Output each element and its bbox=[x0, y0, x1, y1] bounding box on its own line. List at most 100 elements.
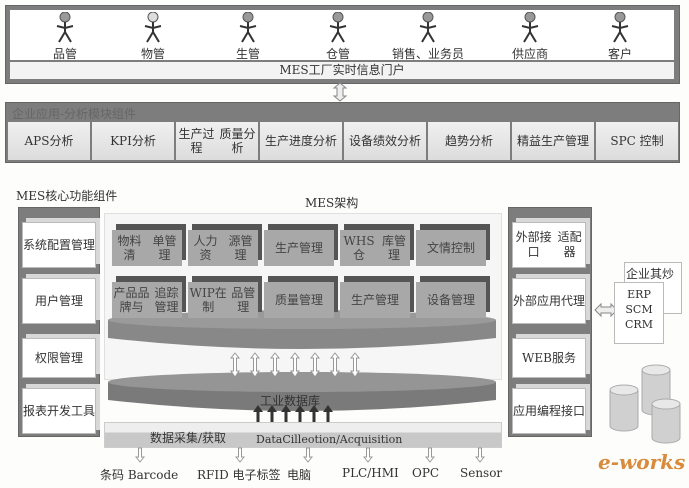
analysis-module[interactable]: 设备绩效分析 bbox=[344, 122, 426, 160]
label-line: APS bbox=[24, 134, 50, 148]
label-line: KPI bbox=[110, 134, 132, 148]
label-line: 设备管理 bbox=[426, 293, 475, 307]
analysis-title: 企业应用-分析模块组件 bbox=[12, 107, 137, 121]
label-line: WEB服务 bbox=[522, 350, 576, 365]
core-title: MES核心功能组件 bbox=[16, 189, 118, 203]
analysis-module[interactable]: 生产过程质量分析 bbox=[176, 122, 258, 160]
core-component[interactable]: 报表开发工具 bbox=[22, 388, 96, 434]
label-line: 用户管理 bbox=[34, 293, 83, 308]
label-line: 置管理 bbox=[59, 237, 96, 252]
data-source: RFID 电子标签 bbox=[197, 468, 281, 482]
label-line: 物料清 bbox=[117, 234, 142, 262]
data-source: PLC/HMI bbox=[342, 466, 399, 480]
label-line: 库管理 bbox=[382, 234, 407, 262]
label-line: 追踪管理 bbox=[154, 286, 179, 314]
analysis-module[interactable]: 精益生产管理 bbox=[512, 122, 594, 160]
person-icon bbox=[521, 11, 539, 43]
disk-layers bbox=[108, 310, 496, 411]
role-label: 仓管 bbox=[325, 47, 351, 61]
function-module[interactable]: WHS仓库管理 bbox=[340, 230, 410, 266]
core-component[interactable]: 权限管理 bbox=[22, 338, 96, 378]
label-line: 质量管理 bbox=[274, 293, 323, 307]
role-actor: 品管 bbox=[45, 11, 85, 61]
down-arrow-icon bbox=[424, 447, 436, 467]
label-line: WIP在制 bbox=[189, 286, 227, 314]
person-icon bbox=[611, 11, 629, 43]
label-line: 权限管理 bbox=[34, 350, 83, 365]
bidirectional-arrow bbox=[329, 352, 341, 378]
label-line: 精益生 bbox=[516, 134, 553, 148]
enterprise-box: ERP SCM CRM bbox=[614, 282, 664, 344]
up-arrow bbox=[267, 405, 277, 423]
up-arrow bbox=[281, 405, 291, 423]
label-line: 发工具 bbox=[59, 403, 96, 418]
down-arrow-icon bbox=[134, 447, 146, 467]
up-arrow bbox=[295, 405, 305, 423]
function-module[interactable]: 物料清单管理 bbox=[112, 230, 182, 266]
database-cylinders-icon bbox=[609, 364, 681, 444]
system-crm: CRM bbox=[625, 318, 653, 331]
label-line: 系统配 bbox=[23, 237, 60, 252]
label-line: 生产过程 bbox=[178, 127, 215, 155]
analysis-module[interactable]: SPC 控制 bbox=[596, 122, 678, 160]
label-line: 质量分析 bbox=[219, 127, 256, 155]
person-icon bbox=[144, 11, 162, 43]
interface-component[interactable]: 外部应用代理 bbox=[512, 278, 586, 324]
up-arrow bbox=[323, 405, 333, 423]
collection-bar bbox=[104, 422, 502, 448]
label-line: 品管理 bbox=[231, 286, 256, 314]
label-line: 产品品牌与 bbox=[113, 286, 150, 314]
role-actor: 供应商 bbox=[510, 11, 550, 61]
function-module[interactable]: WIP在制品管理 bbox=[188, 282, 258, 318]
system-scm: SCM bbox=[625, 303, 653, 316]
role-label: 生管 bbox=[235, 47, 261, 61]
function-module[interactable]: 生产管理 bbox=[340, 282, 410, 318]
bidirectional-arrow bbox=[249, 352, 261, 378]
core-component[interactable]: 系统配置管理 bbox=[22, 222, 96, 268]
label-line: 文情控制 bbox=[426, 241, 475, 255]
label-line: 产管理 bbox=[553, 134, 590, 148]
label-line: 分析 bbox=[131, 134, 156, 148]
bidirectional-arrow bbox=[269, 352, 281, 378]
interface-component[interactable]: 外部接口适配器 bbox=[512, 222, 586, 268]
eworks-logo: e-works bbox=[598, 450, 686, 474]
function-module[interactable]: 设备管理 bbox=[416, 282, 486, 318]
label-line: 报表开 bbox=[23, 403, 60, 418]
label-line: 源管理 bbox=[228, 234, 253, 262]
label-line: 适配器 bbox=[557, 230, 582, 259]
function-module[interactable]: 质量管理 bbox=[264, 282, 334, 318]
function-module[interactable]: 产品品牌与追踪管理 bbox=[112, 282, 182, 318]
role-label: 物管 bbox=[140, 47, 166, 61]
function-module[interactable]: 人力资源管理 bbox=[188, 230, 258, 266]
label-line: 外部应 bbox=[513, 293, 550, 308]
role-actor: 仓管 bbox=[318, 11, 358, 61]
label-line: 用代理 bbox=[549, 293, 586, 308]
role-actor: 客户 bbox=[600, 11, 640, 61]
role-label: 客户 bbox=[607, 47, 633, 61]
bidirectional-arrow bbox=[289, 352, 301, 378]
bidirectional-arrow bbox=[349, 352, 361, 378]
label-line: 度分析 bbox=[301, 134, 338, 148]
label-line: 设备绩 bbox=[348, 134, 385, 148]
function-module[interactable]: 生产管理 bbox=[264, 230, 334, 266]
interface-component[interactable]: WEB服务 bbox=[512, 338, 586, 378]
double-arrow-icon bbox=[332, 82, 348, 102]
role-actor: 物管 bbox=[133, 11, 173, 61]
label-line: 程接口 bbox=[549, 403, 586, 418]
analysis-module[interactable]: 趋势分析 bbox=[428, 122, 510, 160]
label-line: 趋势分析 bbox=[444, 134, 493, 148]
analysis-module[interactable]: 生产进度分析 bbox=[260, 122, 342, 160]
label-line: 生产管理 bbox=[274, 241, 323, 255]
function-module[interactable]: 文情控制 bbox=[416, 230, 486, 266]
interface-component[interactable]: 应用编程接口 bbox=[512, 388, 586, 434]
upload-arrows bbox=[253, 405, 333, 423]
data-source: 条码 Barcode bbox=[100, 468, 179, 482]
architecture-title: MES架构 bbox=[305, 196, 359, 210]
up-arrow bbox=[309, 405, 319, 423]
core-component[interactable]: 用户管理 bbox=[22, 278, 96, 324]
system-erp: ERP bbox=[627, 288, 651, 301]
down-arrow-icon bbox=[234, 447, 246, 467]
